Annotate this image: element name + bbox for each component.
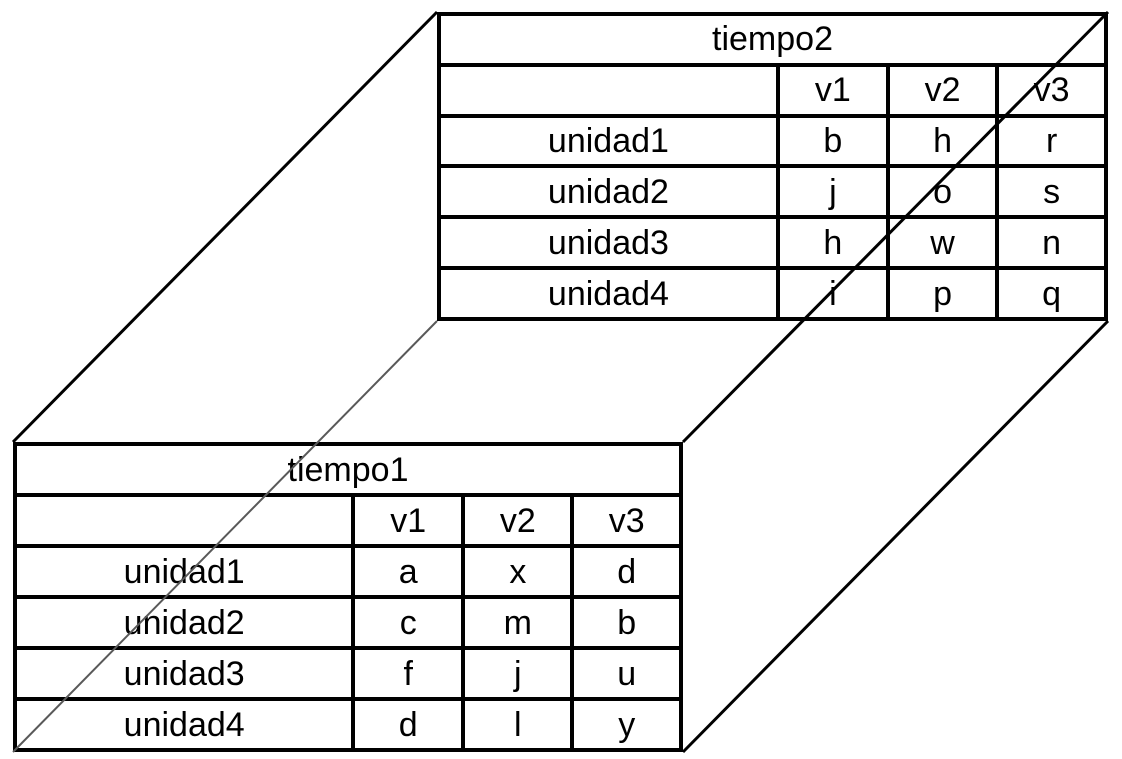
data-cell: h bbox=[775, 215, 890, 271]
column-header: v1 bbox=[775, 62, 890, 118]
data-cell: a bbox=[351, 544, 466, 599]
column-header: v3 bbox=[570, 493, 683, 548]
table-title-row: tiempo1 bbox=[13, 442, 683, 497]
data-cell: p bbox=[885, 266, 1000, 321]
data-cell: y bbox=[570, 697, 683, 752]
row-label: unidad1 bbox=[12, 544, 356, 599]
data-cell: h bbox=[885, 113, 1000, 169]
corner-cell bbox=[437, 62, 780, 118]
row-label: unidad2 bbox=[12, 595, 356, 650]
connector-line-bottom-right bbox=[681, 319, 1110, 754]
row-label: unidad1 bbox=[437, 113, 780, 169]
corner-cell bbox=[12, 493, 356, 548]
data-cell: s bbox=[995, 164, 1108, 220]
table-header-row: v1 v2 v3 bbox=[12, 493, 683, 548]
table-title-row: tiempo2 bbox=[437, 12, 1108, 67]
data-cell: b bbox=[775, 113, 890, 169]
table-row: unidad2 j o s bbox=[437, 164, 1108, 220]
row-label: unidad3 bbox=[12, 646, 356, 701]
data-cell: b bbox=[570, 595, 683, 650]
data-cell: o bbox=[885, 164, 1000, 220]
data-cell: n bbox=[995, 215, 1108, 271]
table-row: unidad4 i p q bbox=[437, 266, 1108, 321]
table-title: tiempo2 bbox=[437, 12, 1108, 67]
data-cell: j bbox=[775, 164, 890, 220]
column-header: v1 bbox=[351, 493, 466, 548]
table-row: unidad3 h w n bbox=[437, 215, 1108, 271]
data-cell: j bbox=[461, 646, 575, 701]
data-cell: d bbox=[351, 697, 466, 752]
column-header: v2 bbox=[461, 493, 575, 548]
data-cell: x bbox=[461, 544, 575, 599]
data-cell: u bbox=[570, 646, 683, 701]
data-cell: q bbox=[995, 266, 1108, 321]
data-cell: i bbox=[775, 266, 890, 321]
data-cell: f bbox=[351, 646, 466, 701]
data-cell: d bbox=[570, 544, 683, 599]
table-row: unidad3 f j u bbox=[12, 646, 683, 701]
data-cell: l bbox=[461, 697, 575, 752]
table-row: unidad2 c m b bbox=[12, 595, 683, 650]
column-header: v2 bbox=[885, 62, 1000, 118]
row-label: unidad4 bbox=[12, 697, 356, 752]
back-table: tiempo2 v1 v2 v3 unidad1 b h r unidad2 j… bbox=[437, 12, 1108, 321]
table-row: unidad1 b h r bbox=[437, 113, 1108, 169]
front-table: tiempo1 v1 v2 v3 unidad1 a x d unidad2 c… bbox=[12, 442, 683, 752]
row-label: unidad2 bbox=[437, 164, 780, 220]
data-cell: r bbox=[995, 113, 1108, 169]
data-cell: w bbox=[885, 215, 1000, 271]
data-cell: c bbox=[351, 595, 466, 650]
row-label: unidad4 bbox=[437, 266, 780, 321]
connector-line-top-left bbox=[11, 10, 439, 444]
table-row: unidad1 a x d bbox=[12, 544, 683, 599]
column-header: v3 bbox=[995, 62, 1108, 118]
row-label: unidad3 bbox=[437, 215, 780, 271]
data-cell: m bbox=[461, 595, 575, 650]
table-title: tiempo1 bbox=[13, 442, 683, 497]
table-header-row: v1 v2 v3 bbox=[437, 62, 1108, 118]
table-row: unidad4 d l y bbox=[12, 697, 683, 752]
